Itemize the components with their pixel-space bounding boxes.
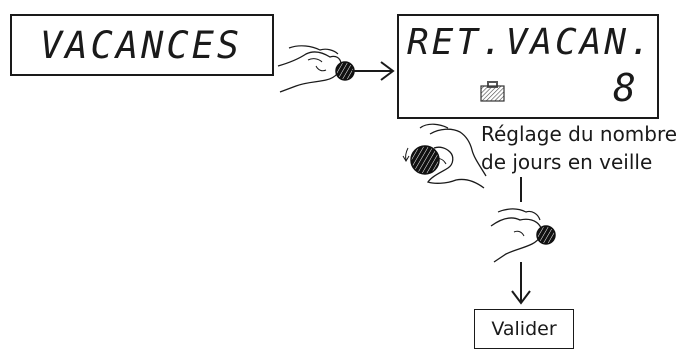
- lcd-display-ret-vacan: RET.VACAN. 8: [397, 14, 659, 119]
- press-dial-hand-icon-bottom: [490, 208, 556, 263]
- lcd-text-vacances: VACANCES: [40, 24, 243, 67]
- press-dial-hand-icon-top: [277, 45, 355, 93]
- turn-dial-hand-icon: [402, 123, 487, 189]
- caption-text: Réglage du nombre de jours en veille: [481, 120, 677, 176]
- caption-line-1: Réglage du nombre: [481, 122, 678, 146]
- lcd-days-value: 8: [613, 66, 636, 110]
- arrow-down-icon: [511, 262, 531, 305]
- suitcase-icon: [480, 81, 505, 102]
- caption-line-2: de jours en veille: [481, 150, 653, 174]
- lcd-text-ret-vacan: RET.VACAN.: [407, 22, 654, 63]
- lcd-display-vacances: VACANCES: [10, 14, 274, 76]
- arrow-right-icon: [352, 61, 395, 81]
